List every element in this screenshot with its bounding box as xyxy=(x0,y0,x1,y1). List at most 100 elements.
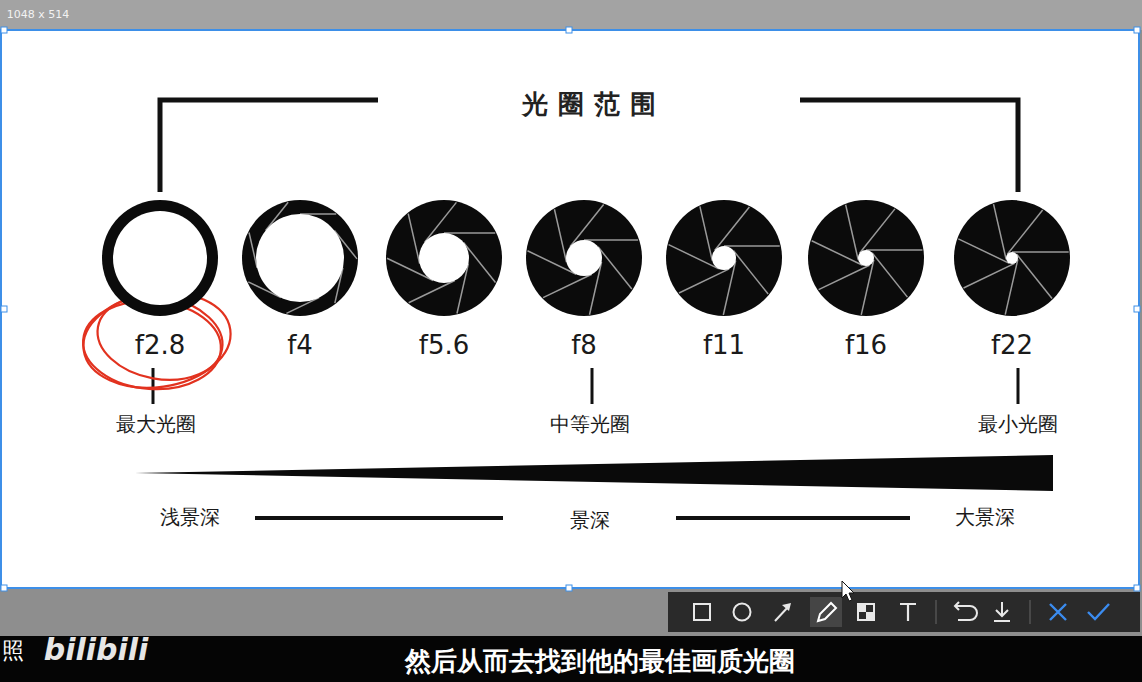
site-logo: bilibili xyxy=(44,632,149,668)
toolbar xyxy=(782,603,791,611)
capture-border xyxy=(1,30,1139,588)
aperture-blade xyxy=(598,247,632,289)
aperture-blade xyxy=(872,253,907,297)
aperture-disc xyxy=(386,200,502,316)
aperture-disc xyxy=(954,200,1070,316)
depth-line xyxy=(676,516,910,520)
aperture-blade xyxy=(1007,210,1042,254)
aperture-icon xyxy=(806,198,926,318)
aperture-hole xyxy=(858,250,874,266)
aperture-blade xyxy=(964,263,1015,288)
toolbar xyxy=(668,592,1140,632)
resize-handle xyxy=(1,585,7,591)
aperture-blade xyxy=(994,204,1007,259)
top-strip xyxy=(0,0,1142,30)
aperture-node: f8 xyxy=(519,198,649,368)
aperture-hole xyxy=(1006,252,1018,264)
subtitle-band xyxy=(0,636,1142,682)
image-size: 1048 x 514 xyxy=(7,8,70,21)
aperture-blade xyxy=(860,209,895,253)
aperture-disc xyxy=(102,200,218,316)
aperture-hole xyxy=(712,246,736,270)
aperture-icon xyxy=(100,198,220,318)
aperture-icon xyxy=(664,198,784,318)
aperture-node: f5.6 xyxy=(379,198,509,368)
aperture-blade xyxy=(733,251,768,295)
f-number: f16 xyxy=(801,330,931,360)
aperture-blade xyxy=(724,245,780,247)
resize-handle xyxy=(1134,306,1140,312)
toolbar xyxy=(936,600,937,624)
range-bracket xyxy=(160,100,378,192)
aperture-disc xyxy=(526,200,642,316)
aperture-blade xyxy=(1012,251,1069,253)
aperture-blade xyxy=(866,249,922,251)
toolbar xyxy=(858,604,866,612)
resize-handle xyxy=(566,27,572,33)
diagram-title: 光圈范围 xyxy=(522,89,666,120)
aperture-icon xyxy=(524,198,644,318)
toolbar xyxy=(1030,600,1031,624)
aperture-icon xyxy=(240,198,360,318)
toolbar xyxy=(1088,604,1109,619)
aperture-hole xyxy=(419,233,469,283)
aperture-disc xyxy=(808,200,924,316)
aperture-disc xyxy=(242,200,358,316)
aperture-hole xyxy=(256,214,344,302)
f-number: f11 xyxy=(659,330,789,360)
toolbar xyxy=(818,603,836,621)
f-number: f8 xyxy=(519,330,649,360)
aperture-blade xyxy=(444,232,495,234)
capture-area xyxy=(0,30,1140,588)
aperture-note: 中等光圈 xyxy=(550,412,630,436)
video-subtitle: 然后从而去找到他的最佳画质光圈 xyxy=(405,646,795,677)
resize-handle xyxy=(566,585,572,591)
toolbar xyxy=(734,604,751,621)
toolbar xyxy=(810,597,842,627)
resize-handle xyxy=(1,306,7,312)
aperture-blade xyxy=(584,239,638,241)
toolbar xyxy=(694,604,710,620)
aperture-disc xyxy=(666,200,782,316)
resize-handle xyxy=(1134,585,1140,591)
depth-wedge xyxy=(135,455,1053,491)
mouse-cursor xyxy=(842,581,854,601)
depth-label: 浅景深 xyxy=(160,505,220,529)
resize-handle xyxy=(1134,27,1140,33)
toolbar xyxy=(994,602,1010,621)
resize-handle xyxy=(1,27,7,33)
depth-label: 大景深 xyxy=(955,505,1015,529)
depth-line xyxy=(255,516,503,520)
depth-label: 景深 xyxy=(570,508,610,532)
toolbar xyxy=(668,592,1140,632)
aperture-hole xyxy=(113,211,207,305)
aperture-note: 最大光圈 xyxy=(116,412,196,436)
aperture-note: 最小光圈 xyxy=(978,412,1058,436)
aperture-blade xyxy=(249,232,257,267)
aperture-node: f22 xyxy=(947,198,1077,368)
aperture-blade xyxy=(1017,254,1052,298)
toolbar xyxy=(858,604,874,620)
aperture-node: f11 xyxy=(659,198,789,368)
toolbar xyxy=(955,602,977,620)
leader-line xyxy=(152,368,155,404)
leader-line xyxy=(1017,368,1020,404)
f-number: f4 xyxy=(235,330,365,360)
aperture-blade xyxy=(409,281,455,303)
toolbar xyxy=(866,612,874,620)
f-number: f2.8 xyxy=(95,330,225,360)
aperture-node: f4 xyxy=(235,198,365,368)
range-bracket xyxy=(800,100,1018,192)
f-number: f22 xyxy=(947,330,1077,360)
leader-line xyxy=(591,368,594,404)
aperture-node: f16 xyxy=(801,198,931,368)
aperture-icon xyxy=(384,198,504,318)
aperture-node: f2.8 xyxy=(95,198,225,368)
watermark: 照 xyxy=(2,638,24,664)
aperture-hole xyxy=(566,240,602,276)
resize-handle xyxy=(1,27,1140,591)
aperture-blade xyxy=(408,214,419,264)
toolbar xyxy=(900,604,916,621)
f-number: f5.6 xyxy=(379,330,509,360)
